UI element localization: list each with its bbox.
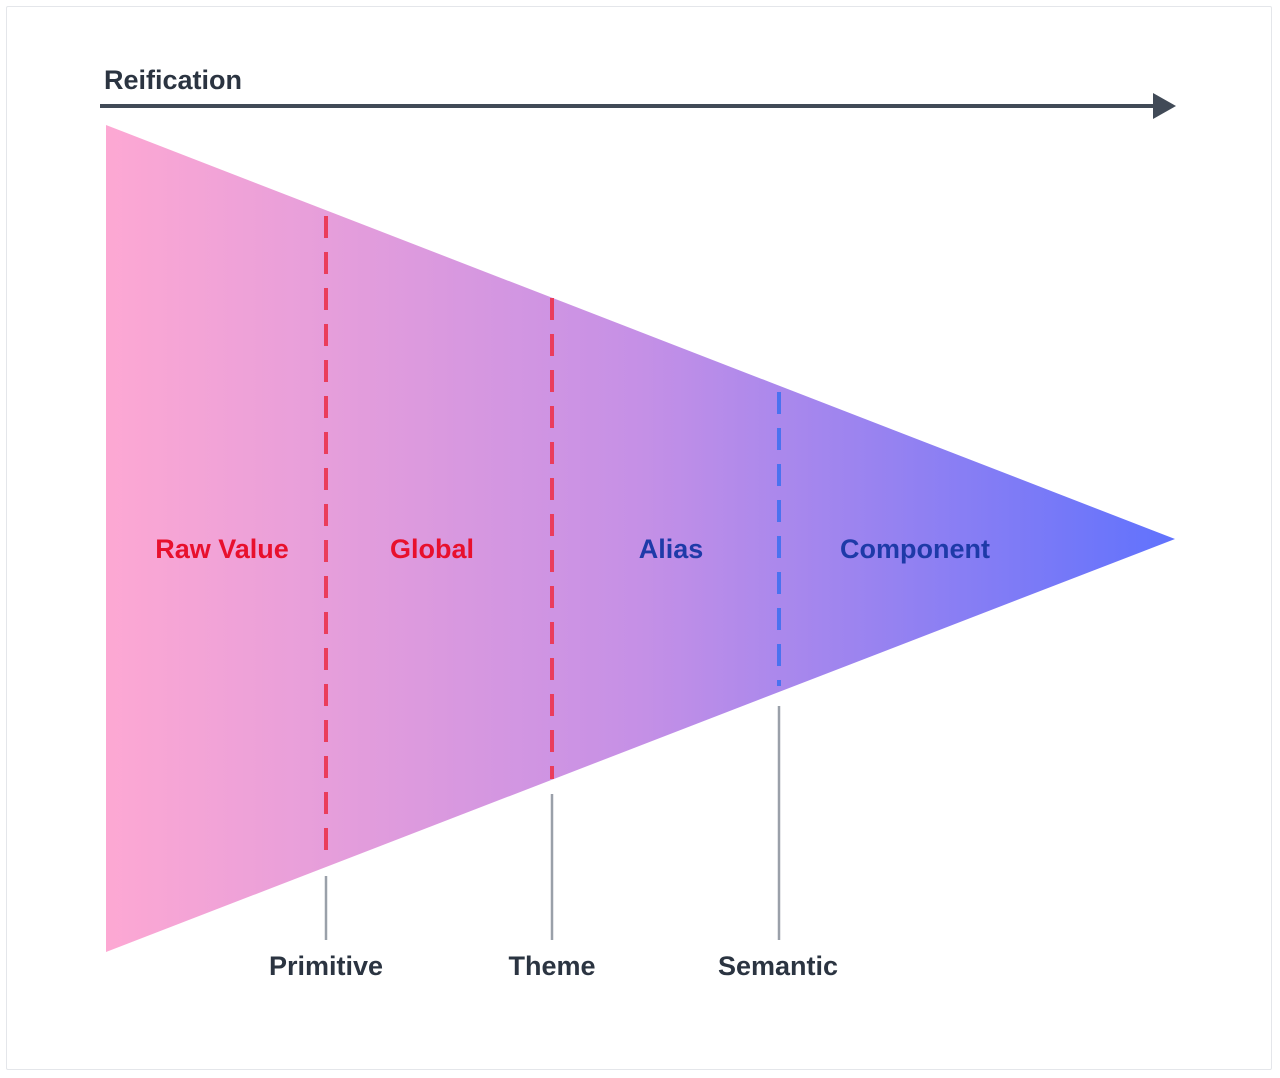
zone-label-raw-value: Raw Value	[155, 534, 289, 564]
zone-label-component: Component	[840, 534, 990, 564]
axis-label: Reification	[104, 65, 242, 95]
tier-label-semantic: Semantic	[718, 951, 838, 981]
tier-label-theme: Theme	[508, 951, 595, 981]
zone-label-alias: Alias	[639, 534, 704, 564]
funnel-triangle	[106, 125, 1175, 952]
axis-arrow-head	[1153, 93, 1176, 119]
zone-label-global: Global	[390, 534, 474, 564]
tier-label-primitive: Primitive	[269, 951, 383, 981]
